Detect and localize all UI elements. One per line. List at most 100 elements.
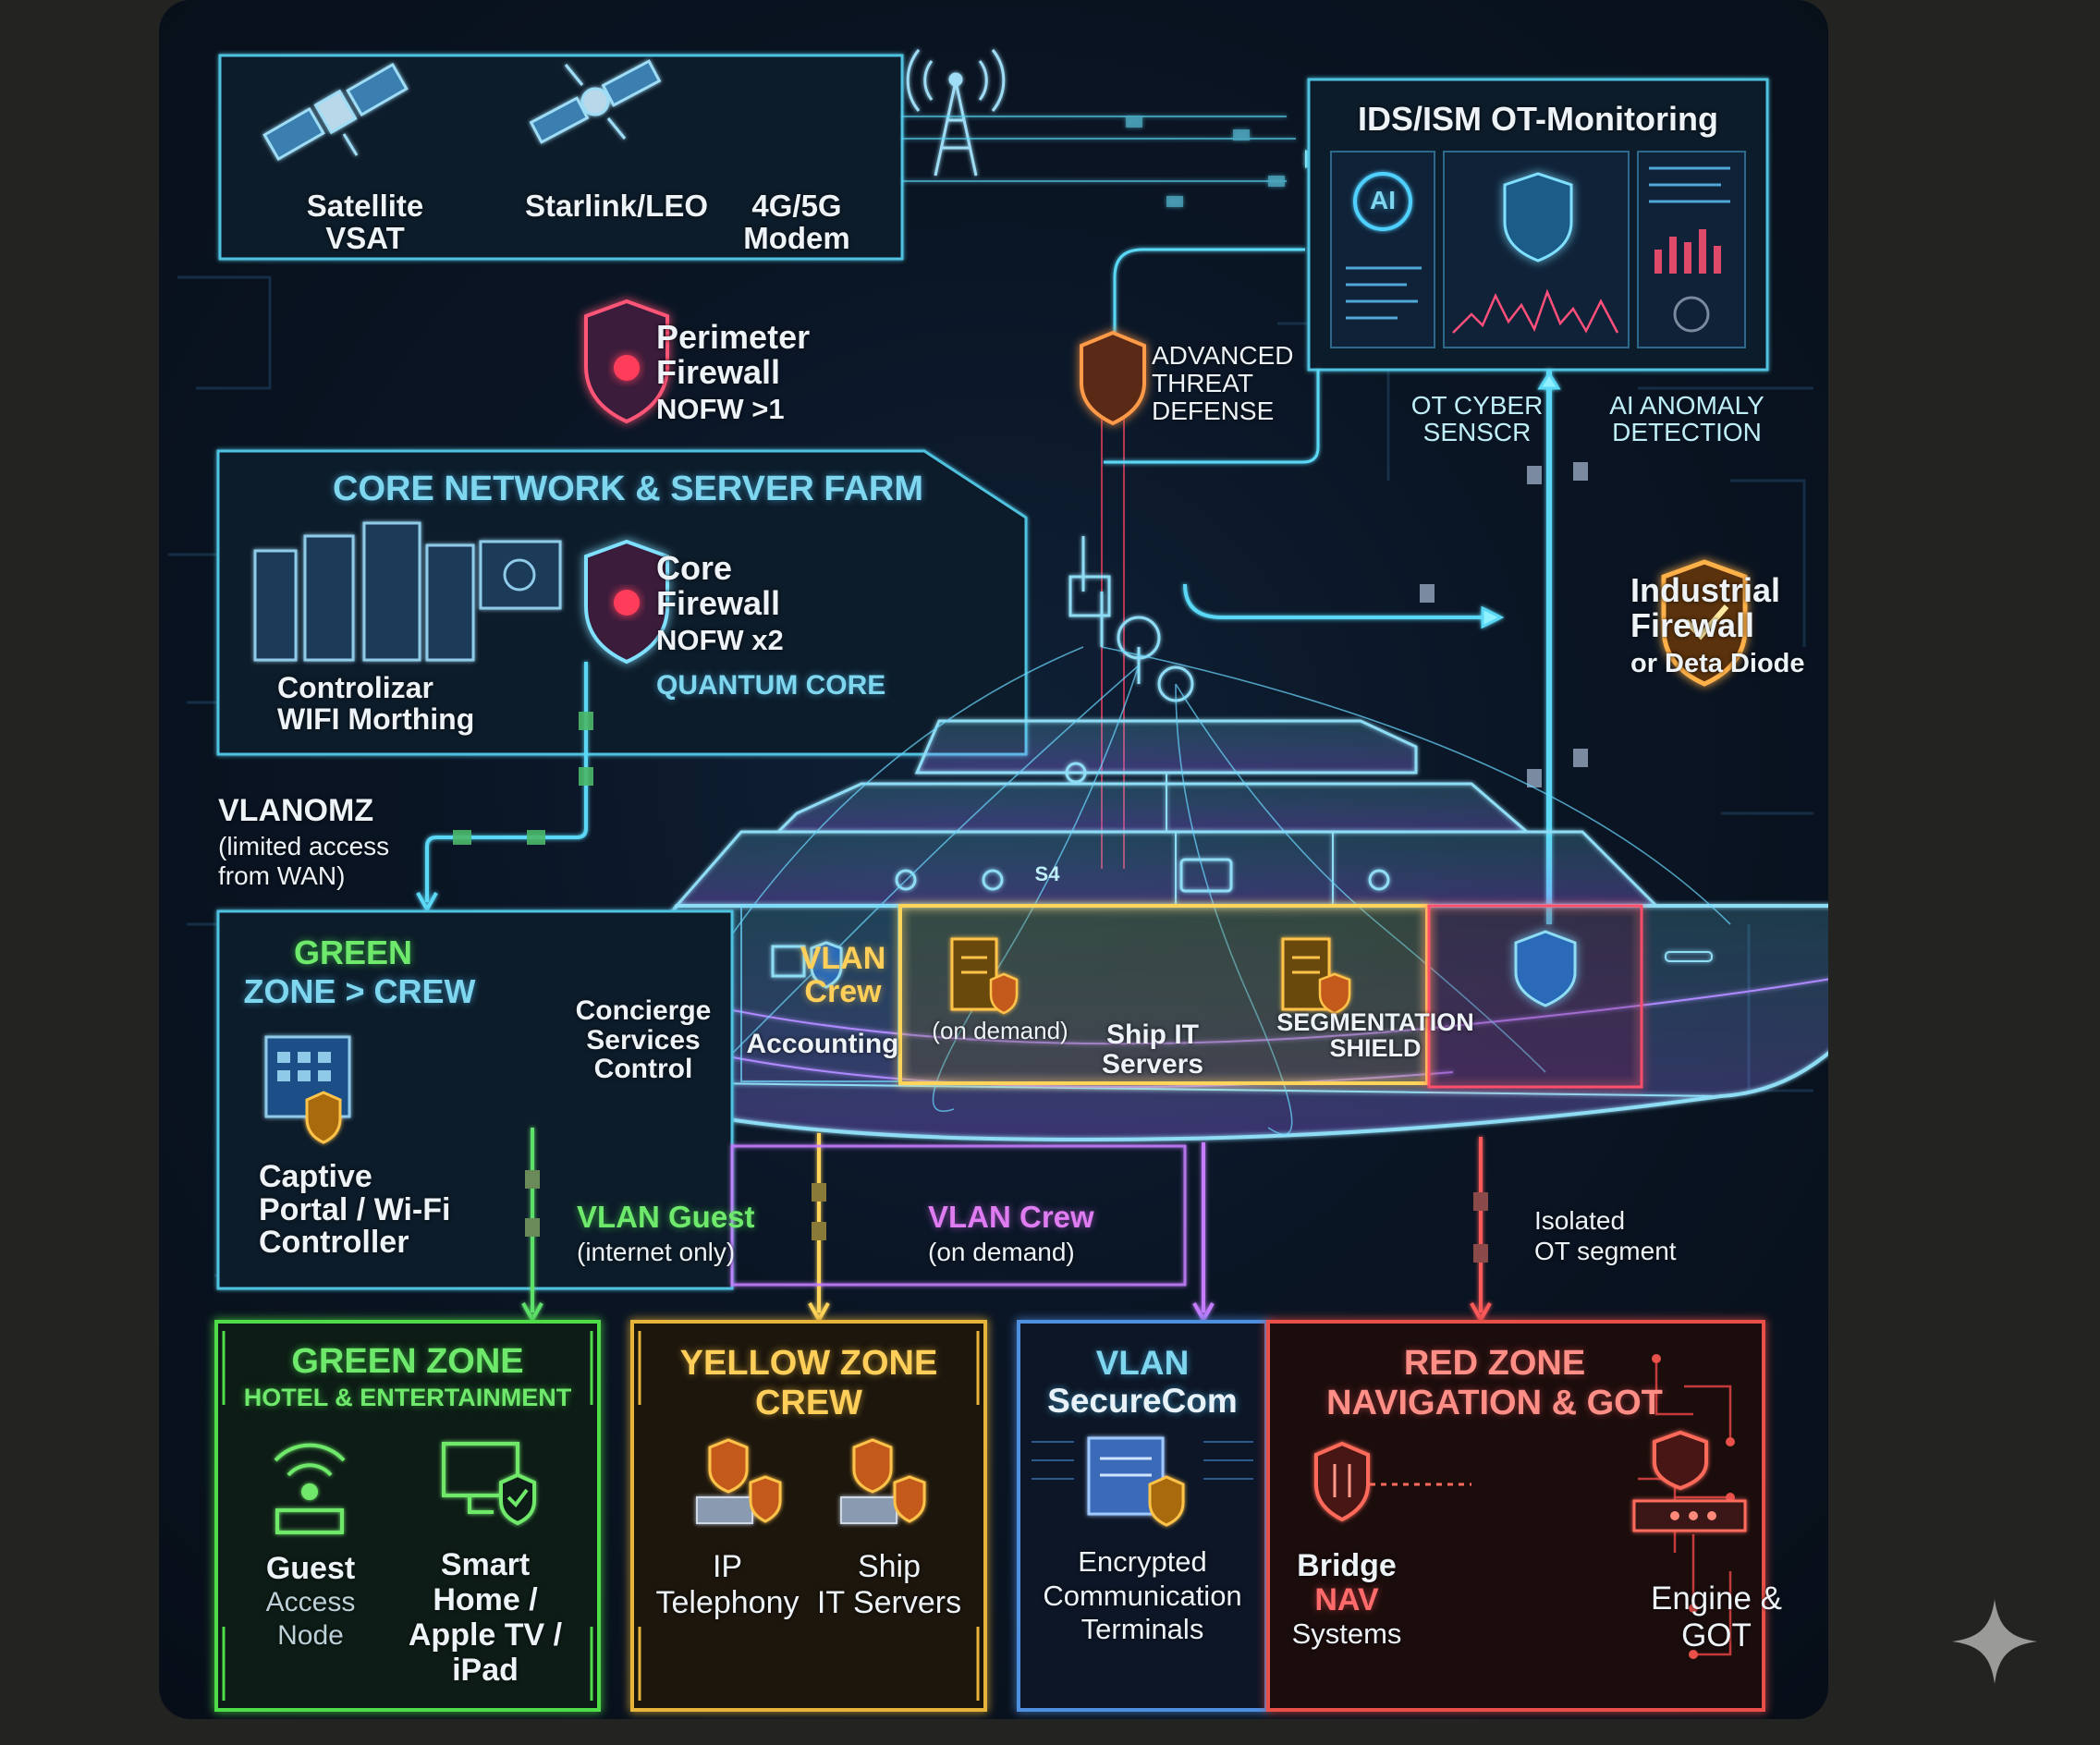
securecom-title-line-2: SecureCom [1047,1382,1238,1421]
traffic-wave [1452,288,1619,334]
core-firewall-line-1: Core [656,549,733,587]
ot-sensor-line-2: SENSCR [1422,418,1532,447]
perimeter-firewall-line-1: Perimeter [656,318,811,356]
industrial-shield-icon [1661,559,1748,687]
segmentation-line-2: SHIELD [1329,1034,1422,1063]
satellite-label-line-1: Satellite [306,189,424,223]
core-network-title: CORE NETWORK & SERVER FARM [333,470,924,508]
ship-vlan-crew-line-1: VLAN [800,941,886,976]
ai-anomaly-line-2: DETECTION [1612,418,1762,447]
ship-deck-badge: S4 [1034,862,1060,885]
advanced-threat-line-3: DEFENSE [1152,397,1275,426]
vlan-crew-note: (on demand) [928,1238,1075,1266]
perimeter-firewall-line-2: Firewall [656,352,781,391]
engine-got-icon [1632,1430,1747,1532]
diagram-graphics [168,49,1828,1712]
ship-it-line-2: Servers [1101,1048,1204,1080]
ship-vlan-crew-line-2: Crew [804,973,882,1009]
vlan-dmz-title: VLANOMZ [218,793,374,828]
engine-got-line-1: Engine & [1650,1580,1783,1617]
vlan-crew-title: VLAN Crew [928,1200,1094,1234]
ip-telephony-line-1: IP [712,1549,743,1584]
red-zone-box [1266,1320,1765,1712]
concierge-line-3: Control [593,1054,693,1084]
vlan-guest-title: VLAN Guest [577,1200,755,1234]
red-zone-title-line-2: NAVIGATION & GOT [1326,1383,1663,1422]
ip-telephony-icon [696,1438,782,1524]
accounting-label: Accounting [746,1029,899,1059]
core-network-box [216,449,1028,756]
perimeter-firewall-group [187,279,669,444]
yellow-zone-title-line-1: YELLOW ZONE [679,1344,938,1383]
bridge-nav-line-2: NAV [1314,1581,1379,1617]
isolated-ot-line-1: Isolated [1534,1206,1626,1235]
captive-portal-icon [264,1035,351,1144]
industrial-firewall-line-3: or Deta Diode [1630,648,1805,678]
captive-portal-line-2: Portal / Wi-Fi [259,1191,451,1227]
core-firewall-line-3: NOFW x2 [656,623,784,656]
segmentation-shield-icon [1514,930,1577,1007]
accounting-icon [950,937,1019,1015]
smart-home-line-1: Smart [440,1547,531,1582]
starlink-label: Starlink/LEO [524,189,709,223]
green-zone-box [214,1320,601,1712]
smart-home-line-4: iPad [452,1653,519,1689]
ai-badge: AI [1370,186,1396,214]
green-crew-title-1: GREEN [293,934,413,971]
segmentation-line-1: SEGMENTATION [1276,1008,1474,1036]
bar-graph-icon [1654,229,1721,274]
yellow-ship-it-line-1: Ship [857,1549,922,1584]
concierge-icon [771,941,843,989]
ship-vlan-crew-note: (on demand) [932,1017,1068,1044]
smart-home-line-2: Home / [433,1582,538,1618]
sparkle-icon [1952,1599,2037,1684]
core-firewall-line-2: Firewall [656,583,781,622]
bridge-nav-icon [1314,1441,1370,1522]
shield-icon [1503,172,1573,262]
guest-access-line-2: Access [265,1587,356,1618]
modem-label-line-2: Modem [743,220,850,255]
wifi-node-icon [274,1443,346,1534]
satellite-label-line-2: VSAT [325,220,405,255]
vlan-guest-note: (internet only) [577,1238,736,1266]
starlink-icon [529,59,662,144]
yellow-zone-box [630,1320,987,1712]
yellow-zone-title-line-2: CREW [754,1383,863,1422]
advanced-threat-line-2: THREAT [1152,369,1253,398]
core-to-crew-link [416,662,588,914]
monitoring-box [1307,78,1769,372]
ai-anomaly-line-1: AI ANOMALY [1609,391,1764,420]
engine-got-label: Engine &GOT [1647,1580,1786,1654]
controller-line-1: Controlizar [277,671,433,704]
threat-shield-icon [1080,330,1146,426]
industrial-firewall-line-2: Firewall [1630,605,1755,644]
quantum-core-label: QUANTUM CORE [656,670,886,701]
checkmark-icon [1683,604,1729,641]
captive-portal-line-1: Captive [259,1159,372,1194]
smart-home-icon [442,1442,536,1526]
red-zone-title-line-1: RED ZONE [1403,1344,1586,1383]
encrypted-terminals-line-1: Encrypted [1078,1545,1207,1578]
vlan-dmz-desc-line-1: (limited access [218,832,390,860]
perimeter-firewall-line-3: NOFW >1 [656,392,785,425]
cell-tower-icon [906,49,1006,177]
green-crew-title-2: ZONE > CREW [243,972,476,1010]
encrypted-terminal-icon [1087,1436,1185,1527]
smart-home-line-3: Apple TV / [408,1617,563,1653]
industrial-firewall-line-1: Industrial [1630,571,1781,609]
